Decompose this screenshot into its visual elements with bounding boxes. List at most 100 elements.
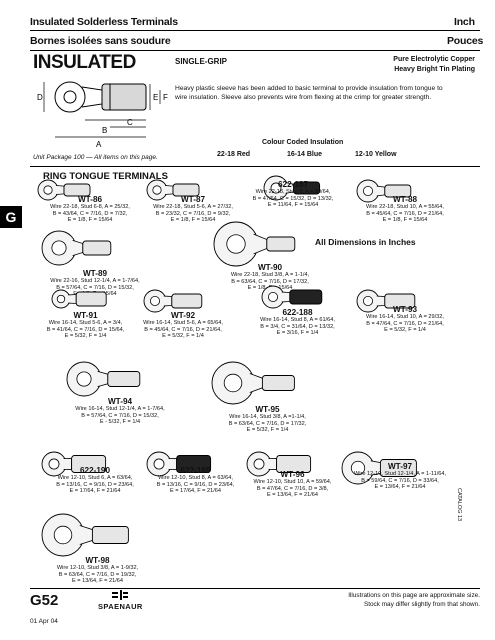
dim-label-d: D [37, 93, 43, 102]
terminal-illustration [356, 179, 412, 203]
header-rule [30, 30, 480, 31]
spec-line: B = 13/16, C = 9/16, D = 23/64, [156, 481, 235, 488]
part-number: WT-96 [280, 470, 305, 479]
terminal-illustration [66, 361, 141, 397]
part-number: 622-190 [79, 466, 111, 475]
footer-notes: Illustrations on this page are approxima… [275, 591, 480, 609]
terminal-illustration [41, 451, 107, 477]
stud-hole [152, 185, 162, 195]
insulation-sleeve [71, 455, 107, 473]
terminal-illustration [356, 289, 416, 313]
stud-hole [253, 458, 265, 470]
stud-hole [51, 240, 67, 256]
section-tab-g: G [0, 206, 22, 228]
insulation-sleeve [171, 293, 203, 309]
terminal-neck [253, 233, 268, 255]
spec-line: B = 57/64, C = 7/16, D = 15/32, [56, 284, 134, 291]
terminal-neck [163, 295, 173, 307]
description-text: Heavy plastic sleeve has been added to b… [175, 85, 443, 101]
insulation-sleeve [276, 455, 312, 473]
insulation-sleeve [384, 184, 412, 198]
spec-line: B = 63/64, C = 7/16, D = 17/32, [231, 278, 309, 285]
spec-line: B = 41/64, C = 7/16, D = 15/64, [46, 326, 125, 333]
spec-line: E = 5/32, F = 1/4 [246, 427, 289, 434]
section-title: RING TONGUE TERMINALS [43, 171, 168, 182]
colour-red: 22-18 Red [217, 151, 251, 158]
part-number: WT-87 [180, 195, 206, 204]
part-number: WT-88 [392, 195, 418, 204]
spec-line: E - 5/32, F = 1/4 [99, 419, 141, 426]
insulation-sleeve [289, 289, 323, 305]
dim-label-b: B [102, 126, 107, 135]
insulation-sleeve [384, 293, 416, 309]
insulation-sleeve [176, 455, 212, 473]
spec-line: E = 1/8, F = 15/64 [170, 217, 216, 224]
part-number: WT-98 [85, 556, 110, 565]
spec-line: B = 45/64, C = 7/16, D = 21/64, [366, 210, 444, 217]
page-number: G52 [30, 592, 59, 609]
unit-english: Inch [454, 16, 475, 28]
part-number: WT-93 [392, 305, 418, 314]
insulation-sleeve [82, 240, 112, 256]
spec-line: E = 5/32, F = 1/4 [162, 333, 204, 340]
spec-line: Wire 22-18, Stud 8, A = 59/64, [255, 189, 331, 195]
spec-line: Wire 22-18, Stud 10, A = 55/64, [366, 204, 444, 210]
spec-line: Wire 12-10, Stud 8, A = 63/64, [158, 475, 233, 481]
footer-note-illustrations: Illustrations on this page are approxima… [348, 592, 480, 599]
plating-info: Pure Electrolytic Copper Heavy Bright Ti… [320, 55, 475, 75]
terminal-illustration [261, 285, 323, 309]
colour-blue: 16-14 Blue [287, 151, 323, 158]
spec-line: Wire 22-16, Stud 12-1/4, A = 1-7/64, [50, 278, 140, 284]
part-number: WT-95 [255, 405, 280, 414]
colour-coded-title: Colour Coded Insulation [262, 139, 344, 146]
footer-note-stock: Stock may differ slightly from that show… [363, 601, 480, 608]
terminal-neck [55, 185, 65, 195]
spec-line: Wire 12-10, Stud 3/8, A = 1-9/32, [56, 565, 139, 571]
spec-line: Wire 22-18, Stud 5-6, A = 27/32, [153, 204, 233, 210]
terminal-illustration [211, 361, 295, 405]
insulation-sleeve [379, 459, 417, 477]
spec-line: B = 47/64, C = 7/16, D = 3/8, [256, 485, 329, 492]
terminal-neck [268, 458, 277, 470]
unit-french: Pouces [447, 35, 484, 47]
footer-rule [30, 588, 480, 589]
stud-hole [53, 525, 73, 545]
title-english: Insulated Solderless Terminals [30, 16, 178, 28]
stud-hole [362, 185, 374, 197]
stud-hole [350, 460, 366, 476]
part-number: WT-89 [82, 269, 108, 278]
spec-line: B = 59/64, C = 7/16, D = 33/64, [361, 477, 439, 484]
stud-hole [56, 294, 66, 304]
spec-line: E = 5/32, F = 1/4 [384, 327, 426, 334]
spec-line: E = 11/64, F = 15/64 [267, 202, 319, 209]
spec-line: B = 63/64, C = 7/16, D = 17/32, [228, 420, 307, 427]
part-number: 622-189 [180, 466, 211, 475]
brand-name: SPAENAUR [98, 602, 143, 611]
insulation-sleeve [107, 371, 141, 387]
part-number: WT-97 [387, 462, 413, 471]
spec-line: Wire 22-18, Stud 3/8, A = 1-1/4, [230, 272, 310, 278]
spec-line: E = 5/32, F = 1/4 [64, 333, 107, 340]
spec-line: B = 63/64, C = 7/16, D = 19/32, [58, 571, 137, 578]
terminal-illustration [246, 451, 312, 477]
terminal-neck [97, 370, 109, 388]
dim-label-c: C [127, 118, 133, 127]
terminal-illustration [146, 451, 212, 477]
terminal-dimension-diagram: D E F B C A [37, 81, 168, 149]
terminal-illustration [37, 179, 91, 201]
insulation-sleeve [172, 183, 200, 197]
part-number: 622-188 [282, 308, 313, 317]
spec-line: Wire 16-14, Stud 3/8, A =1-1/4, [229, 414, 306, 420]
insulation-sleeve [266, 236, 296, 252]
spec-line: E = 13/64, F = 21/64 [71, 578, 123, 585]
spec-line: Wire 16-14, Stud 5-6, A = 65/64, [143, 320, 223, 326]
insulation-sleeve [293, 181, 321, 195]
